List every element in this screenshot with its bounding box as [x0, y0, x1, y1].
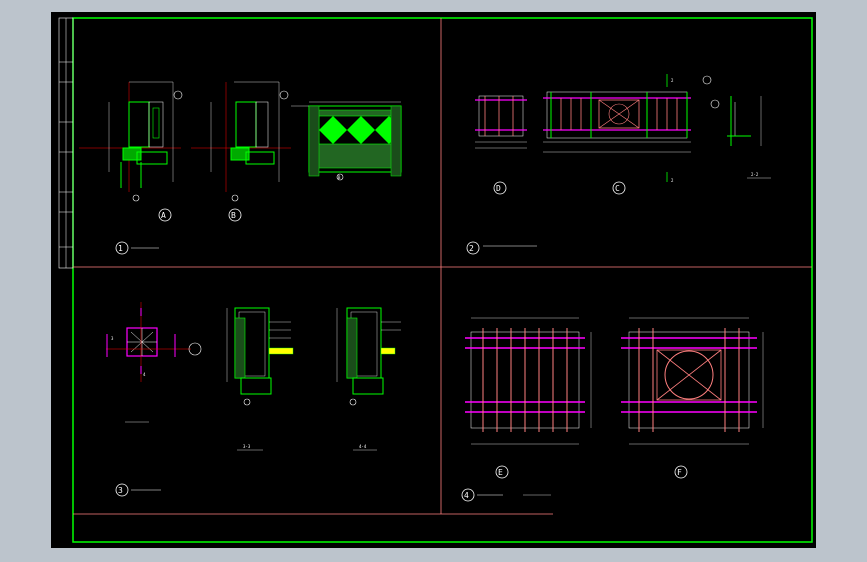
detail-e-marker — [495, 465, 509, 479]
section-3-label: 3 — [118, 486, 123, 495]
railing-elevation-c: 2 2 — [543, 74, 712, 183]
pergola-plan-e — [465, 317, 592, 445]
section-2-2-label: 2-2 — [751, 172, 759, 177]
section-3-3-detail: 3-3 — [226, 307, 294, 451]
section-4-pergola-plans[interactable]: E F 4 — [461, 317, 764, 502]
section-3-cut-mark: 3 — [111, 336, 114, 341]
detail-d-marker — [493, 181, 507, 195]
section-2-cut-bottom: 2 — [671, 178, 674, 183]
detail-a — [79, 81, 183, 202]
detail-b-marker — [228, 208, 242, 222]
post-plan: 3 4 — [106, 302, 202, 423]
detail-d-label: D — [496, 184, 501, 193]
section-4-4-detail: 4-4 — [336, 307, 401, 451]
section-1-marker — [115, 241, 129, 255]
detail-b-label: B — [231, 211, 236, 220]
section-2-marker — [466, 241, 480, 255]
detail-f-marker — [674, 465, 688, 479]
detail-c-marker — [612, 181, 626, 195]
planter-section: B — [291, 101, 402, 181]
section-4-label: 4 — [464, 491, 469, 500]
section-2-elevations[interactable]: 2 2 2-2 D C 2 — [466, 74, 771, 255]
section-3-marker — [115, 483, 129, 497]
detail-c-label: C — [615, 184, 620, 193]
section-1-label: 1 — [118, 244, 123, 253]
section-3-details[interactable]: 3 4 3-3 — [106, 302, 401, 497]
railing-elevation-d — [475, 95, 527, 149]
cad-drawing: B A B 1 — [58, 17, 813, 543]
section-2-label: 2 — [469, 244, 474, 253]
section-1-details[interactable]: B A B 1 — [79, 81, 402, 255]
section-3-3-label: 3-3 — [243, 444, 251, 449]
pergola-plan-f — [621, 317, 764, 445]
detail-f-label: F — [677, 468, 682, 477]
detail-e-label: E — [498, 468, 503, 477]
cad-drawing-canvas[interactable]: B A B 1 — [51, 12, 816, 548]
drawing-border — [72, 17, 813, 543]
section-2-cut-top: 2 — [671, 78, 674, 83]
planter-label: B — [338, 175, 341, 180]
detail-a-marker — [158, 208, 172, 222]
section-4-4-label: 4-4 — [359, 444, 367, 449]
section-4-cut-mark: 4 — [143, 372, 146, 377]
detail-b — [191, 81, 291, 202]
section-4-marker — [461, 488, 475, 502]
section-2-2-detail: 2-2 — [710, 96, 771, 179]
detail-a-label: A — [161, 211, 166, 220]
